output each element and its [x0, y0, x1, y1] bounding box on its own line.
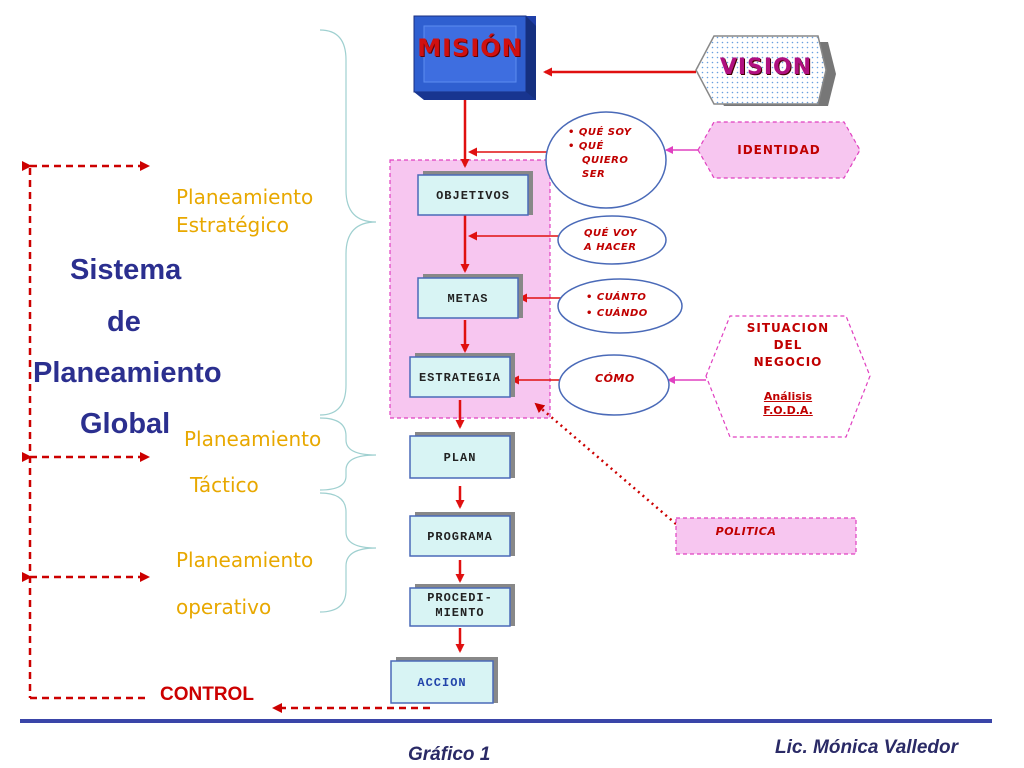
politica-arrow	[534, 402, 677, 525]
question-identity: • QUÉ SOY • QUÉ QUIERO SER	[568, 126, 632, 182]
politica-label: POLITICA	[715, 525, 777, 538]
identidad-label: IDENTIDAD	[737, 143, 821, 157]
footer-divider	[20, 719, 992, 723]
situacion-line2: DEL	[773, 338, 803, 352]
question-doing-line1: QUÉ VOY	[584, 228, 638, 239]
foda-text: F.O.D.A.	[763, 404, 813, 417]
question-ovals	[545, 111, 683, 416]
question-identity-line1: • QUÉ SOY	[568, 127, 632, 138]
figure-caption: Gráfico 1	[408, 744, 491, 765]
operative-label-line1: Planeamiento	[176, 548, 314, 572]
question-identity-line3: QUIERO	[582, 155, 629, 166]
question-quantity-line2: • CUÁNDO	[586, 308, 648, 319]
system-title-line3: Planeamiento	[33, 357, 222, 389]
system-title-line2: de	[107, 306, 141, 338]
strategic-label-line1: Planeamiento	[176, 185, 314, 209]
strategic-label: Planeamiento Estratégico	[176, 186, 313, 236]
system-title-line4: Global	[80, 408, 171, 440]
question-doing-line2: A HACER	[584, 242, 637, 253]
strategic-label-line2: Estratégico	[176, 213, 290, 237]
vision-label: VISION	[719, 55, 813, 80]
question-quantity: • CUÁNTO • CUÁNDO	[586, 290, 648, 322]
braces	[319, 29, 377, 613]
step-procedimiento-line1: PROCEDI-	[427, 591, 493, 605]
control-loop	[22, 161, 430, 713]
mision-box	[413, 15, 536, 100]
mision-label: MISIÓN	[417, 34, 523, 62]
question-doing: QUÉ VOY A HACER	[584, 227, 637, 255]
foda-label: Análisis F.O.D.A.	[730, 390, 846, 418]
step-procedimiento-line2: MIENTO	[435, 606, 485, 620]
situacion-line3: NEGOCIO	[753, 355, 823, 369]
system-title-line1: Sistema	[70, 254, 182, 286]
step-procedimiento: PROCEDI- MIENTO	[410, 591, 510, 621]
step-metas: METAS	[447, 292, 489, 306]
question-quantity-line1: • CUÁNTO	[586, 292, 647, 303]
situacion-label: SITUACION DEL NEGOCIO	[730, 320, 846, 371]
question-identity-line2: • QUÉ	[568, 141, 604, 152]
context-arrows	[665, 146, 706, 384]
step-boxes	[390, 171, 533, 704]
situacion-line1: SITUACION	[746, 321, 830, 335]
context-boxes	[675, 121, 871, 555]
question-how: CÓMO	[595, 372, 635, 385]
question-arrows	[468, 147, 562, 385]
tactical-label-line1: Planeamiento	[184, 427, 322, 451]
step-estrategia: ESTRATEGIA	[418, 371, 501, 385]
control-label: CONTROL	[160, 684, 254, 705]
analisis-text: Análisis	[763, 390, 813, 403]
step-plan: PLAN	[443, 451, 477, 465]
step-accion: ACCION	[417, 676, 467, 690]
step-programa: PROGRAMA	[427, 530, 493, 544]
tactical-label-line2: Táctico	[190, 473, 259, 497]
vision-banner	[695, 35, 836, 106]
step-objetivos: OBJETIVOS	[436, 189, 510, 203]
author-credit: Lic. Mónica Valledor	[775, 737, 959, 758]
question-identity-line4: SER	[582, 169, 606, 180]
flow-arrows	[455, 67, 696, 653]
operative-label-line2: operativo	[176, 595, 272, 619]
